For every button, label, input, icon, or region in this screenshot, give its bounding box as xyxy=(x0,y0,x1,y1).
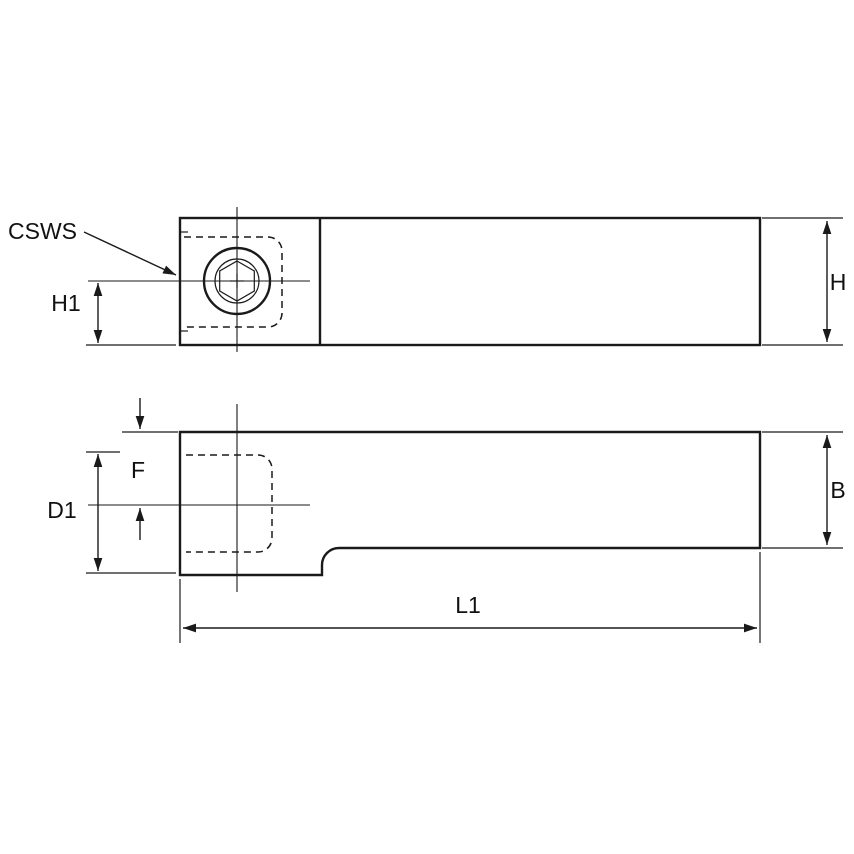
bottom-view: F D1 B L1 xyxy=(47,398,846,643)
label-h1: H1 xyxy=(51,290,80,316)
label-h: H xyxy=(830,269,847,295)
label-d1: D1 xyxy=(47,497,76,523)
top-view: CSWS H1 H xyxy=(8,207,846,352)
label-l1: L1 xyxy=(455,592,481,618)
hidden-pocket-outline-top xyxy=(184,236,283,328)
hidden-pocket-outline-bottom xyxy=(186,454,273,553)
csws-leader-line xyxy=(83,231,177,276)
label-b: B xyxy=(830,477,845,503)
label-f: F xyxy=(131,457,145,483)
bottom-view-body xyxy=(178,430,762,577)
label-csws: CSWS xyxy=(8,218,77,244)
